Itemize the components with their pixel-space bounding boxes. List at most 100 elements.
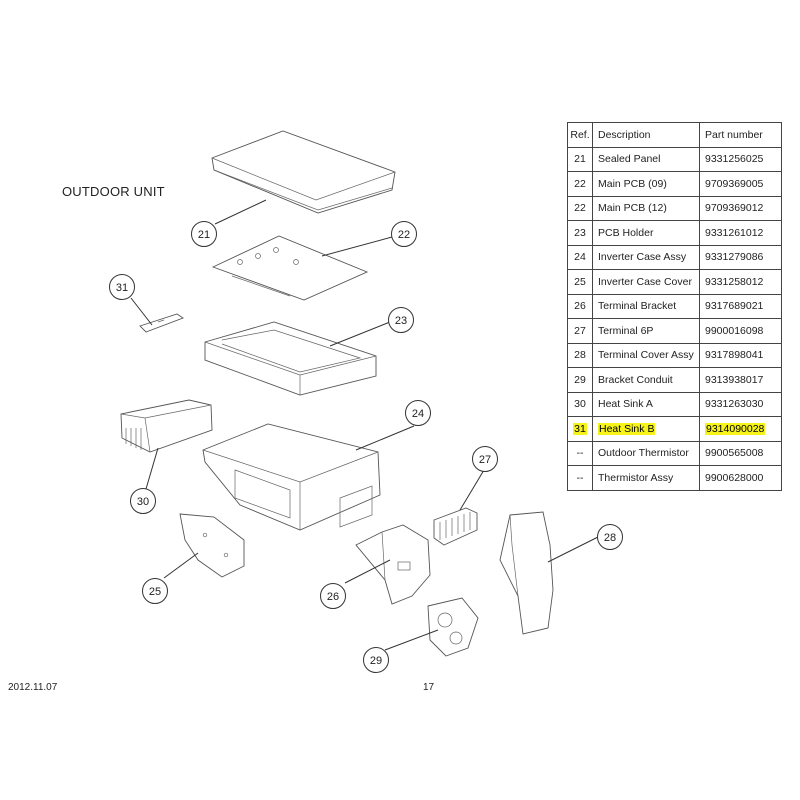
part-30-heat-sink-a bbox=[120, 399, 213, 453]
cell-part-number: 9331258012 bbox=[699, 269, 782, 295]
callout-22: 22 bbox=[391, 221, 417, 247]
cell-part-number: 9314090028 bbox=[699, 416, 782, 442]
cell-part-number: 9709369012 bbox=[699, 195, 782, 221]
cell-part-number: 9331263030 bbox=[699, 391, 782, 417]
svg-text:26: 26 bbox=[327, 591, 339, 603]
cell-description: Terminal Bracket bbox=[592, 293, 700, 319]
leader-25 bbox=[163, 552, 199, 579]
part-31-heat-sink-b bbox=[139, 313, 184, 333]
svg-text:29: 29 bbox=[370, 655, 382, 667]
cell-description: Terminal 6P bbox=[592, 318, 700, 344]
cell-ref: 23 bbox=[567, 220, 593, 246]
cell-description: Bracket Conduit bbox=[592, 367, 700, 393]
table-row-highlighted: 31 Heat Sink B 9314090028 bbox=[567, 416, 782, 442]
leader-22 bbox=[321, 236, 393, 257]
cell-description: Heat Sink B bbox=[592, 416, 700, 442]
cell-ref: 26 bbox=[567, 293, 593, 319]
section-title: OUTDOOR UNIT bbox=[62, 184, 165, 199]
leader-21 bbox=[214, 199, 267, 225]
header-description: Description bbox=[592, 122, 700, 148]
leader-27 bbox=[459, 469, 485, 511]
svg-text:28: 28 bbox=[604, 532, 616, 544]
cell-ref: 22 bbox=[567, 195, 593, 221]
cell-part-number: 9331261012 bbox=[699, 220, 782, 246]
cell-description: PCB Holder bbox=[592, 220, 700, 246]
callout-31: 31 bbox=[109, 274, 135, 300]
cell-part-number: 9709369005 bbox=[699, 171, 782, 197]
cell-part-number: 9331279086 bbox=[699, 244, 782, 270]
cell-description: Sealed Panel bbox=[592, 146, 700, 172]
cell-ref: 27 bbox=[567, 318, 593, 344]
highlighted-description: Heat Sink B bbox=[598, 422, 656, 435]
cell-part-number: 9313938017 bbox=[699, 367, 782, 393]
cell-description: Outdoor Thermistor bbox=[592, 440, 700, 466]
footer-date: 2012.11.07 bbox=[8, 682, 58, 693]
cell-description: Thermistor Assy bbox=[592, 465, 700, 491]
cell-part-number: 9900016098 bbox=[699, 318, 782, 344]
header-ref: Ref. bbox=[567, 122, 593, 148]
cell-ref: 24 bbox=[567, 244, 593, 270]
part-26-terminal-bracket bbox=[355, 524, 431, 605]
highlighted-part-number: 9314090028 bbox=[705, 422, 766, 435]
svg-text:23: 23 bbox=[395, 315, 407, 327]
callout-25: 25 bbox=[142, 578, 168, 604]
part-29-bracket-conduit bbox=[427, 597, 479, 657]
cell-ref: -- bbox=[567, 465, 593, 491]
callout-21: 21 bbox=[191, 221, 217, 247]
leader-23 bbox=[329, 321, 391, 347]
svg-text:24: 24 bbox=[412, 408, 424, 420]
cell-part-number: 9900628000 bbox=[699, 465, 782, 491]
part-23-pcb-holder bbox=[204, 321, 377, 396]
svg-text:27: 27 bbox=[479, 454, 491, 466]
cell-part-number: 9317689021 bbox=[699, 293, 782, 319]
svg-text:30: 30 bbox=[137, 496, 149, 508]
callout-30: 30 bbox=[130, 488, 156, 514]
cell-description: Main PCB (09) bbox=[592, 171, 700, 197]
leader-30 bbox=[145, 447, 159, 490]
callout-27: 27 bbox=[472, 446, 498, 472]
callout-24: 24 bbox=[405, 400, 431, 426]
cell-part-number: 9331256025 bbox=[699, 146, 782, 172]
callout-26: 26 bbox=[320, 583, 346, 609]
leader-24 bbox=[355, 425, 415, 451]
cell-description: Terminal Cover Assy bbox=[592, 342, 700, 368]
svg-text:21: 21 bbox=[198, 229, 210, 241]
cell-part-number: 9317898041 bbox=[699, 342, 782, 368]
leader-28 bbox=[547, 536, 599, 563]
leader-31 bbox=[130, 297, 153, 326]
svg-text:22: 22 bbox=[398, 229, 410, 241]
callout-29: 29 bbox=[363, 647, 389, 673]
part-25-inverter-case-cover bbox=[179, 513, 245, 578]
part-24-inverter-case-assy bbox=[202, 423, 381, 531]
page-number: 17 bbox=[423, 682, 435, 693]
cell-ref: 21 bbox=[567, 146, 593, 172]
highlighted-ref: 31 bbox=[573, 422, 587, 435]
part-27-terminal-6p bbox=[433, 507, 478, 546]
leader-29 bbox=[384, 629, 439, 651]
cell-description: Main PCB (12) bbox=[592, 195, 700, 221]
cell-description: Inverter Case Assy bbox=[592, 244, 700, 270]
svg-text:31: 31 bbox=[116, 282, 128, 294]
cell-ref: 28 bbox=[567, 342, 593, 368]
cell-ref: 31 bbox=[567, 416, 593, 442]
cell-description: Heat Sink A bbox=[592, 391, 700, 417]
callout-23: 23 bbox=[388, 307, 414, 333]
cell-ref: -- bbox=[567, 440, 593, 466]
cell-ref: 25 bbox=[567, 269, 593, 295]
part-28-terminal-cover-assy bbox=[499, 511, 554, 635]
